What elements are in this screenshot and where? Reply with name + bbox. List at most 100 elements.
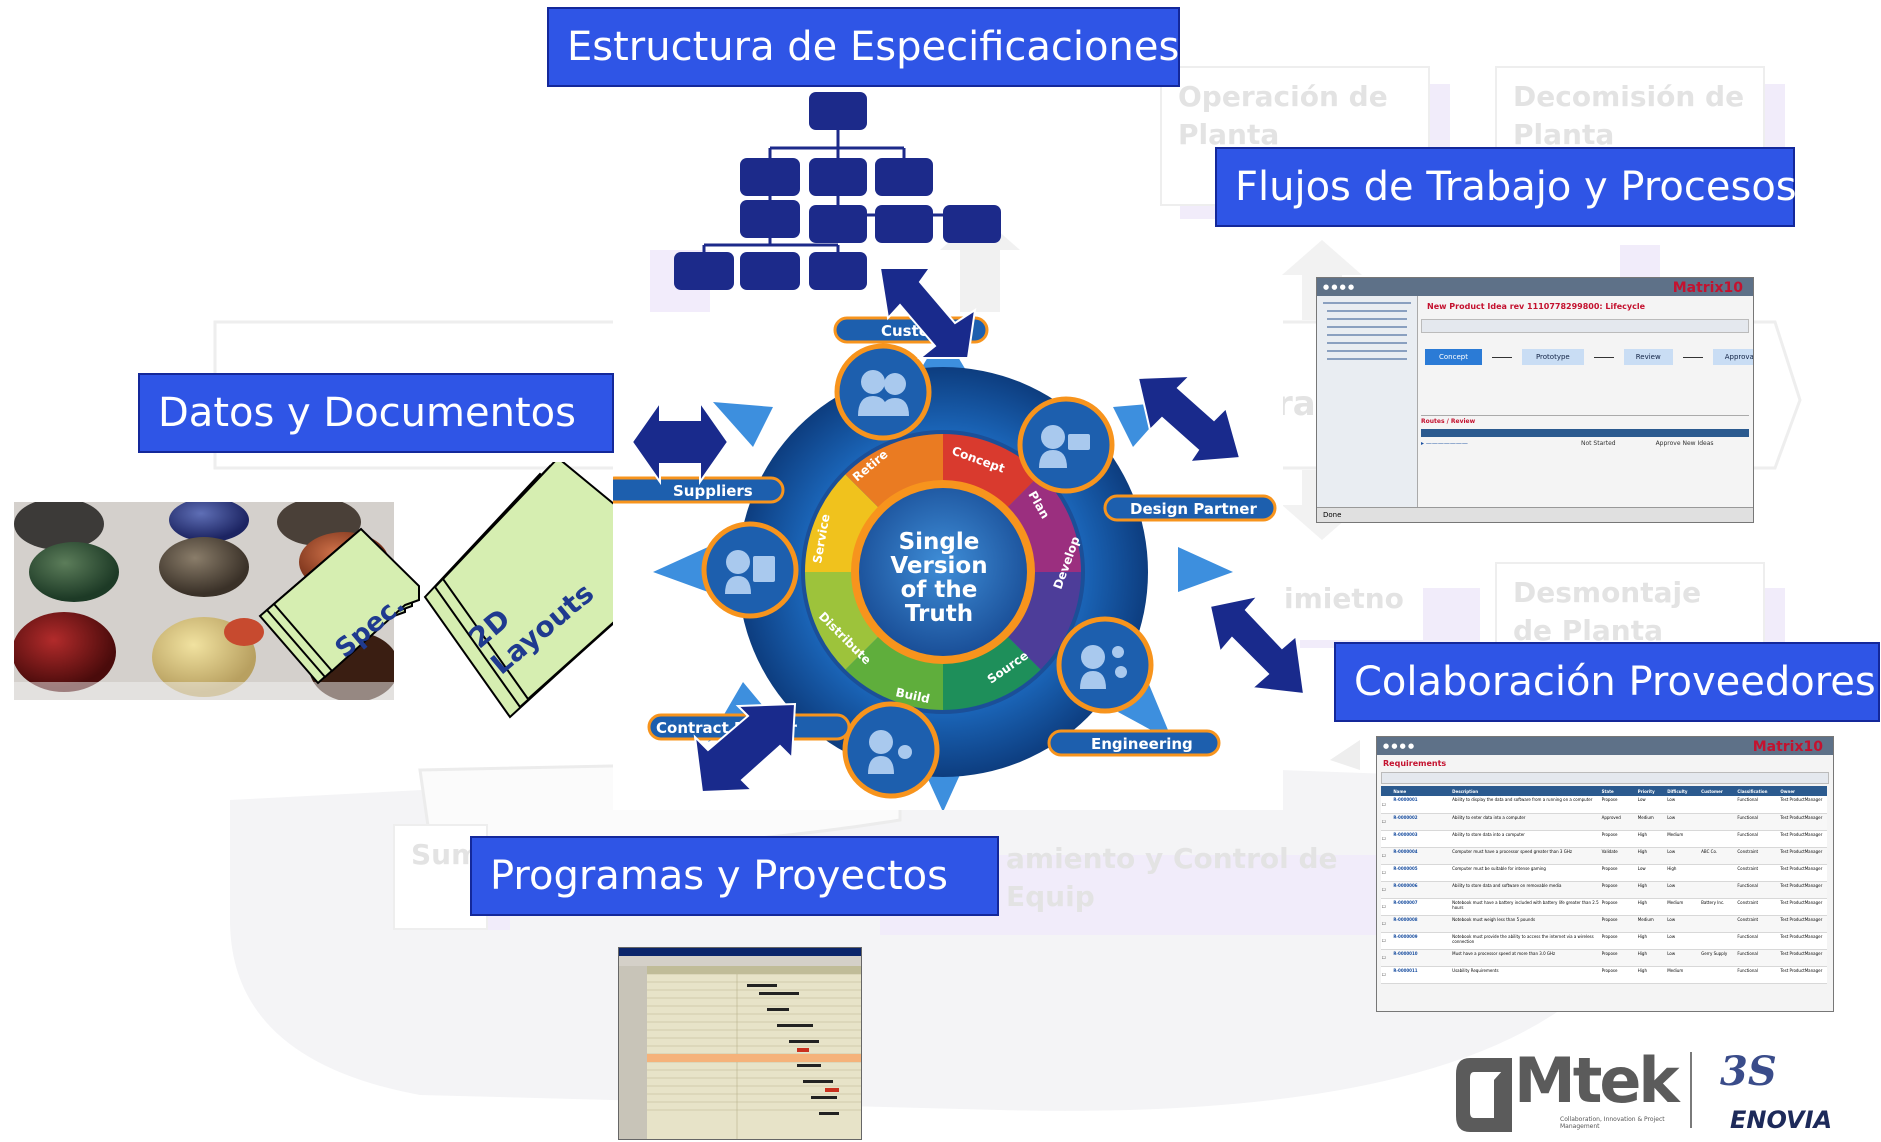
req-cell[interactable]: R-0000011 xyxy=(1393,967,1418,973)
req-cell: Functional xyxy=(1737,950,1758,956)
lifecycle-wheel: Concept Plan Develop Source Build Distri… xyxy=(601,312,1283,812)
design-partner-node xyxy=(1017,396,1115,494)
req-cell[interactable]: R-0000003 xyxy=(1393,831,1418,837)
req-cell: Functional xyxy=(1737,814,1758,820)
req-cell: Constraint xyxy=(1737,865,1759,871)
role-engineering: Engineering xyxy=(1091,735,1193,753)
req-cell: Propose xyxy=(1601,831,1618,837)
cimtek-logo: Mtek Collaboration, Innovation & Project… xyxy=(1450,1040,1690,1138)
req-row-checkbox[interactable]: ☐ xyxy=(1382,921,1386,926)
req-cell: Constraint xyxy=(1737,899,1759,905)
req-cell: High xyxy=(1667,865,1677,871)
req-cell: Notebook must have a battery included wi… xyxy=(1452,899,1599,910)
req-cell: Propose xyxy=(1601,882,1618,888)
center-line-2: Version xyxy=(890,553,987,579)
stage-prototype: Prototype xyxy=(1521,349,1584,365)
req-cell: Functional xyxy=(1737,967,1758,973)
req-cell[interactable]: R-0000008 xyxy=(1393,916,1418,922)
req-table-row: ☐ R-0000007 Notebook must have a battery i… xyxy=(1381,898,1827,915)
req-row-checkbox[interactable]: ☐ xyxy=(1382,955,1386,960)
enovia-logo: 3S ENOVIA xyxy=(1710,1048,1875,1138)
req-cell xyxy=(1700,864,1736,881)
lifecycle-title: New Product Idea rev 1110778299800: Life… xyxy=(1427,302,1646,311)
role-contract-manufacturer: Contract M turer xyxy=(656,719,798,737)
req-cell: Propose xyxy=(1601,933,1618,939)
req-cell xyxy=(1700,796,1736,813)
req-cell: Approved xyxy=(1601,814,1621,820)
req-row-checkbox[interactable]: ☐ xyxy=(1382,819,1386,824)
req-cell[interactable]: R-0000002 xyxy=(1393,814,1418,820)
req-cell[interactable]: R-0000004 xyxy=(1393,848,1418,854)
req-cell: Test ProductManager xyxy=(1780,950,1823,956)
req-col-header: Name xyxy=(1393,788,1407,794)
req-row-checkbox[interactable]: ☐ xyxy=(1382,870,1386,875)
req-cell: Test ProductManager xyxy=(1780,916,1823,922)
req-cell[interactable]: R-0000005 xyxy=(1393,865,1418,871)
req-cell: Low xyxy=(1667,933,1676,939)
requirements-menubar: ● ● ● ● xyxy=(1377,737,1833,755)
req-cell: Notebook must weigh less than 5 pounds xyxy=(1452,916,1536,922)
req-cell: Propose xyxy=(1601,797,1618,802)
label-flujos-trabajo: Flujos de Trabajo y Procesos xyxy=(1215,147,1797,227)
req-cell: High xyxy=(1637,848,1647,854)
requirements-title: Requirements xyxy=(1383,759,1447,768)
req-row-checkbox[interactable]: ☐ xyxy=(1382,887,1386,892)
req-cell: Medium xyxy=(1667,831,1684,837)
req-cell: Notebook must provide the ability to acc… xyxy=(1452,933,1594,944)
req-cell: Medium xyxy=(1667,899,1684,905)
req-row-checkbox[interactable]: ☐ xyxy=(1382,801,1386,807)
req-cell[interactable]: R-0000010 xyxy=(1393,950,1418,956)
req-cell[interactable]: R-0000007 xyxy=(1393,899,1418,905)
req-cell[interactable]: R-0000006 xyxy=(1393,882,1418,888)
req-cell: Low xyxy=(1637,865,1646,871)
role-suppliers: Suppliers xyxy=(673,482,753,500)
req-row-checkbox[interactable]: ☐ xyxy=(1382,972,1386,977)
req-cell: High xyxy=(1637,899,1647,905)
req-cell: Test ProductManager xyxy=(1780,814,1823,820)
req-cell: Low xyxy=(1637,797,1646,802)
req-col-header: Customer xyxy=(1701,788,1723,794)
req-row-checkbox[interactable]: ☐ xyxy=(1382,836,1386,841)
req-row-checkbox[interactable]: ☐ xyxy=(1382,853,1386,858)
center-line-1: Single xyxy=(899,529,980,555)
stage-concept: Concept xyxy=(1425,349,1482,365)
req-cell: Test ProductManager xyxy=(1780,831,1823,837)
req-cell[interactable]: R-0000001 xyxy=(1393,797,1418,802)
req-cell: Must have a processor speed at more than… xyxy=(1452,950,1556,956)
ghost-equipamiento: amiento y Control de Equip xyxy=(1006,842,1338,913)
req-cell: Test ProductManager xyxy=(1780,882,1823,888)
req-cell[interactable]: R-0000009 xyxy=(1393,933,1418,939)
role-design-partner: Design Partner xyxy=(1130,500,1257,518)
req-cell: Medium xyxy=(1667,967,1684,973)
req-cell: Constraint xyxy=(1737,848,1759,854)
req-cell: Ability to display the data and software… xyxy=(1452,797,1593,802)
req-cell: Test ProductManager xyxy=(1780,848,1823,854)
req-cell: Low xyxy=(1667,950,1676,956)
req-cell: Functional xyxy=(1737,933,1758,939)
logo-divider xyxy=(1690,1052,1692,1128)
req-row-checkbox[interactable]: ☐ xyxy=(1382,904,1386,909)
ds-mark: 3S xyxy=(1720,1048,1777,1095)
suppliers-node xyxy=(701,521,799,619)
req-cell: Usability Requirements xyxy=(1452,967,1499,973)
req-cell xyxy=(1700,915,1736,932)
req-col-header: Priority xyxy=(1637,788,1655,794)
contract-manufacturer-node xyxy=(842,701,940,799)
req-cell: Ability to enter data into a computer xyxy=(1452,814,1526,820)
role-customer: Custo xyxy=(881,322,929,340)
req-cell: Medium xyxy=(1637,814,1654,820)
req-row-checkbox[interactable]: ☐ xyxy=(1382,938,1386,943)
documents-group: Spec. 2D Layouts xyxy=(255,462,665,724)
req-cell: High xyxy=(1637,831,1647,837)
req-col-header: Owner xyxy=(1780,788,1796,794)
req-cell: High xyxy=(1637,933,1647,939)
req-col-header: Difficulty xyxy=(1667,788,1688,794)
req-cell: Low xyxy=(1667,882,1676,888)
req-cell: Propose xyxy=(1601,916,1618,922)
req-cell: Functional xyxy=(1737,882,1758,888)
